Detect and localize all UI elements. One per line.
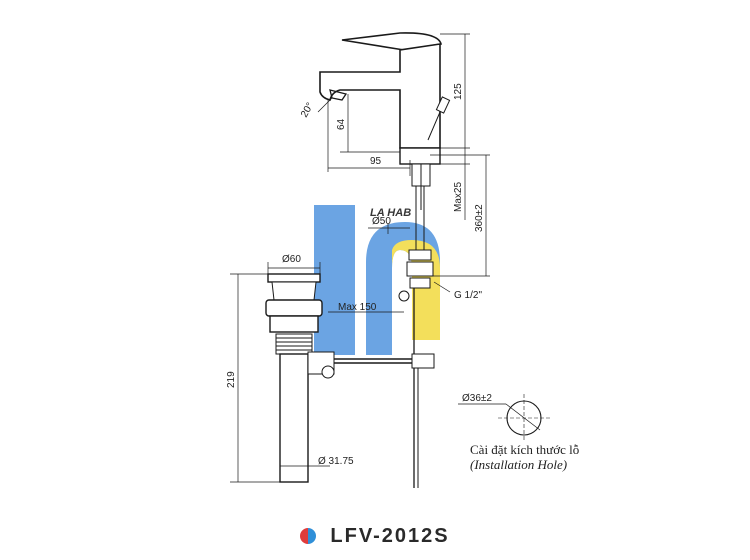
lift-rod-knob [435,96,451,114]
hose-nut-2 [406,261,434,277]
dim-hole-diameter: Ø36±2 [462,393,492,404]
drain-pivot-ball [321,365,335,379]
drain-nut [269,315,319,333]
dim-drain-pipe-diameter: Ø 31.75 [318,456,354,467]
dim-max-deck: Max25 [453,182,464,212]
drain-thread-lines [276,337,312,351]
dim-spout-angle: 20° [299,101,316,120]
drain-body [279,353,309,483]
dim-supply-length: 360±2 [474,204,485,232]
dim-height-top: 125 [453,83,464,100]
product-footer: LFV-2012S [0,521,750,551]
brand-dot-icon [300,528,317,544]
dim-drain-height: 219 [226,371,237,388]
drain-ring [265,299,323,317]
watermark-text: LA HAB [370,207,411,219]
dim-spout-reach: 95 [370,156,382,167]
faucet-spout-tip [329,89,348,101]
dim-thread: G 1/2" [454,290,482,301]
drain-thread [275,333,313,355]
brand-dot-right [308,528,317,544]
dim-drain-top-diameter: Ø60 [282,254,301,265]
install-note-en: (Installation Hole) [470,457,567,472]
drain-flange [271,281,317,301]
faucet-base [399,147,441,165]
dim-spout-height: 64 [336,118,347,130]
dim-supply-diameter: Ø50 [372,216,391,227]
rod-clamp [411,353,435,369]
faucet-body [319,43,441,149]
watermark-blue-bar [314,205,355,355]
model-number: LFV-2012S [330,524,450,547]
hose-nut-3 [409,277,431,289]
brand-dot-left [300,528,309,544]
supply-hose [415,186,425,250]
rod-clip [398,290,410,302]
hose-nut-1 [408,249,432,261]
faucet-handle [341,32,442,51]
dim-max-rod: Max 150 [338,302,377,313]
drain-cap [267,273,321,283]
install-note-vi: Cài đặt kích thước lỗ [470,442,579,457]
